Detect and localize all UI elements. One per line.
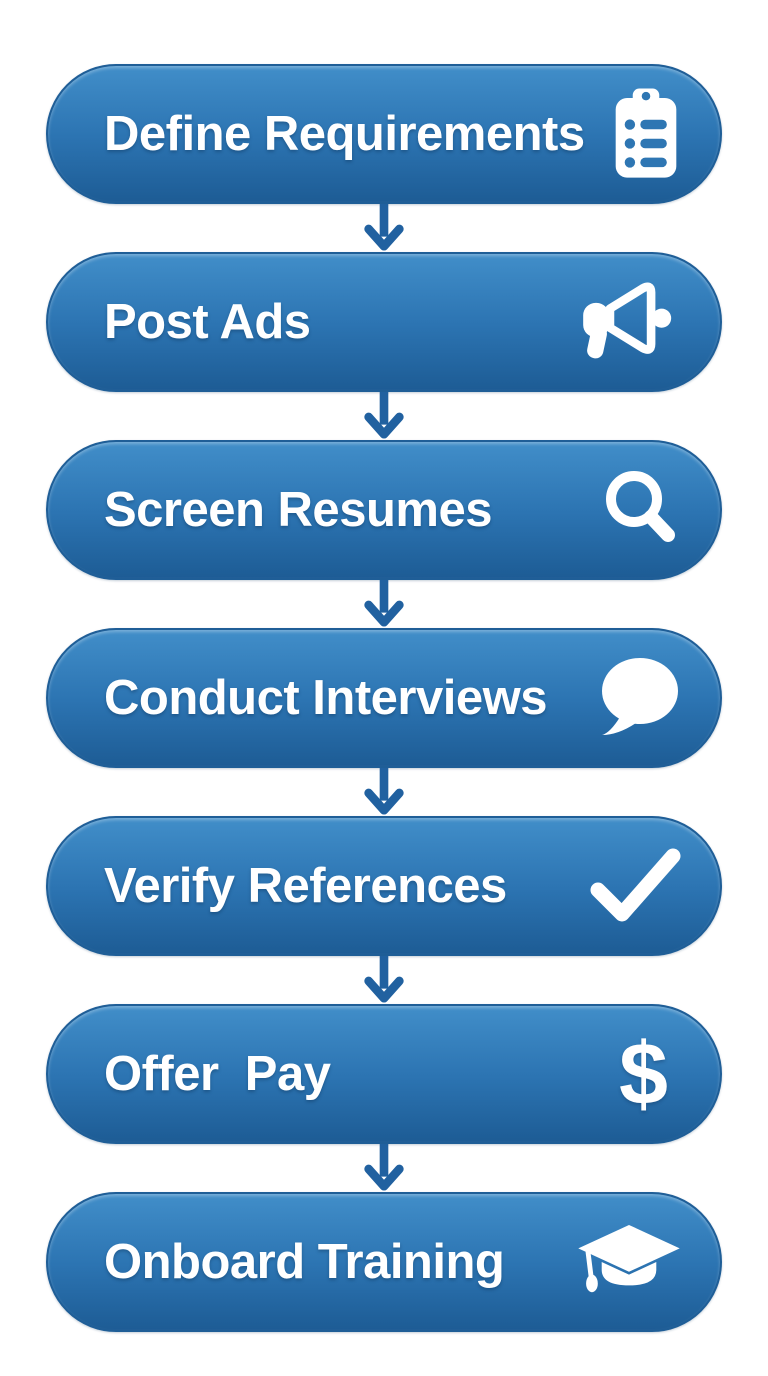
clipboard-checklist-icon	[610, 88, 682, 180]
down-arrow-icon	[362, 956, 406, 1004]
step-label: Onboard Training	[104, 1234, 505, 1289]
checkmark-icon	[588, 848, 682, 924]
down-arrow-icon	[362, 768, 406, 816]
speech-bubble-icon	[592, 655, 682, 741]
step-post-ads: Post Ads	[46, 252, 722, 392]
step-screen-resumes: Screen Resumes	[46, 440, 722, 580]
megaphone-icon	[580, 278, 682, 366]
search-icon	[602, 469, 682, 551]
graduation-cap-icon	[576, 1223, 682, 1301]
step-define-requirements: Define Requirements	[46, 64, 722, 204]
down-arrow-icon	[362, 204, 406, 252]
step-offer-pay: Offer Pay $	[46, 1004, 722, 1144]
down-arrow-icon	[362, 1144, 406, 1192]
step-onboard-training: Onboard Training	[46, 1192, 722, 1332]
step-label: Define Requirements	[104, 106, 585, 161]
step-label: Conduct Interviews	[104, 670, 547, 725]
dollar-glyph: $	[619, 1024, 668, 1123]
dollar-icon: $	[619, 1030, 682, 1118]
step-label: Verify References	[104, 858, 507, 913]
step-verify-references: Verify References	[46, 816, 722, 956]
flow-column: Define Requirements	[46, 64, 722, 1332]
step-label: Screen Resumes	[104, 482, 492, 537]
down-arrow-icon	[362, 580, 406, 628]
down-arrow-icon	[362, 392, 406, 440]
step-label: Offer Pay	[104, 1046, 331, 1101]
step-conduct-interviews: Conduct Interviews	[46, 628, 722, 768]
step-label: Post Ads	[104, 294, 311, 349]
